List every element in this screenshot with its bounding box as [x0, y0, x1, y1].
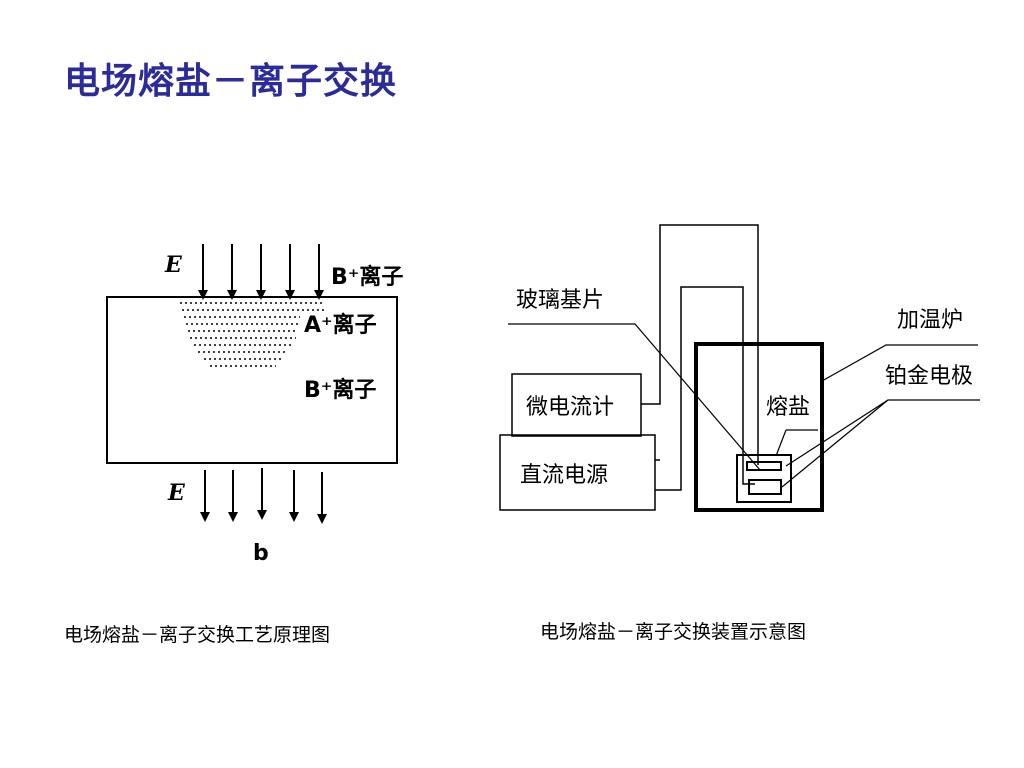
field-label-bottom: E: [167, 480, 186, 506]
galvanometer-box: [511, 373, 642, 437]
power-supply-box: [499, 434, 656, 511]
crucible: [736, 454, 792, 503]
electrode-leader-1: [785, 399, 980, 467]
process-diagram: E E B⁺离子 A⁺离子 B⁺离子 b: [106, 244, 403, 566]
top-field-arrows: [202, 244, 320, 294]
a-ion-label: A⁺离子: [304, 312, 377, 338]
b-ion-label-middle: B⁺离子: [304, 377, 376, 403]
field-label-top: E: [164, 252, 183, 278]
galvanometer-label: 微电流计: [526, 395, 614, 420]
wire-galvanometer: [641, 224, 759, 465]
page-title: 电场熔盐－离子交换: [64, 60, 398, 102]
ion-diffusion-pattern: [180, 302, 325, 367]
power-supply-label: 直流电源: [520, 463, 608, 488]
b-ion-label-top: B⁺离子: [331, 264, 403, 290]
sub-figure-label: b: [253, 541, 269, 566]
apparatus-diagram: [499, 224, 980, 512]
furnace-label: 加温炉: [897, 308, 963, 333]
molten-salt-label: 熔盐: [766, 395, 810, 420]
glass-substrate-label: 玻璃基片: [516, 288, 604, 313]
electrode-label: 铂金电极: [885, 364, 973, 389]
electrode-plate-top: [746, 461, 782, 471]
glass-leader: [508, 323, 761, 471]
process-diagram-caption: 电场熔盐－离子交换工艺原理图: [64, 624, 331, 646]
furnace-box: [694, 342, 824, 512]
apparatus-diagram-caption: 电场熔盐－离子交换装置示意图: [540, 621, 807, 643]
bottom-field-arrows: [204, 468, 323, 518]
salt-leader: [775, 429, 787, 457]
electrode-leader-2: [781, 399, 889, 488]
wire-power: [655, 286, 755, 491]
apparatus-labels: 玻璃基片 加温炉 铂金电极 微电流计 直流电源 熔盐: [516, 288, 973, 488]
furnace-leader: [821, 344, 978, 382]
electrode-plate-bottom: [748, 479, 782, 495]
